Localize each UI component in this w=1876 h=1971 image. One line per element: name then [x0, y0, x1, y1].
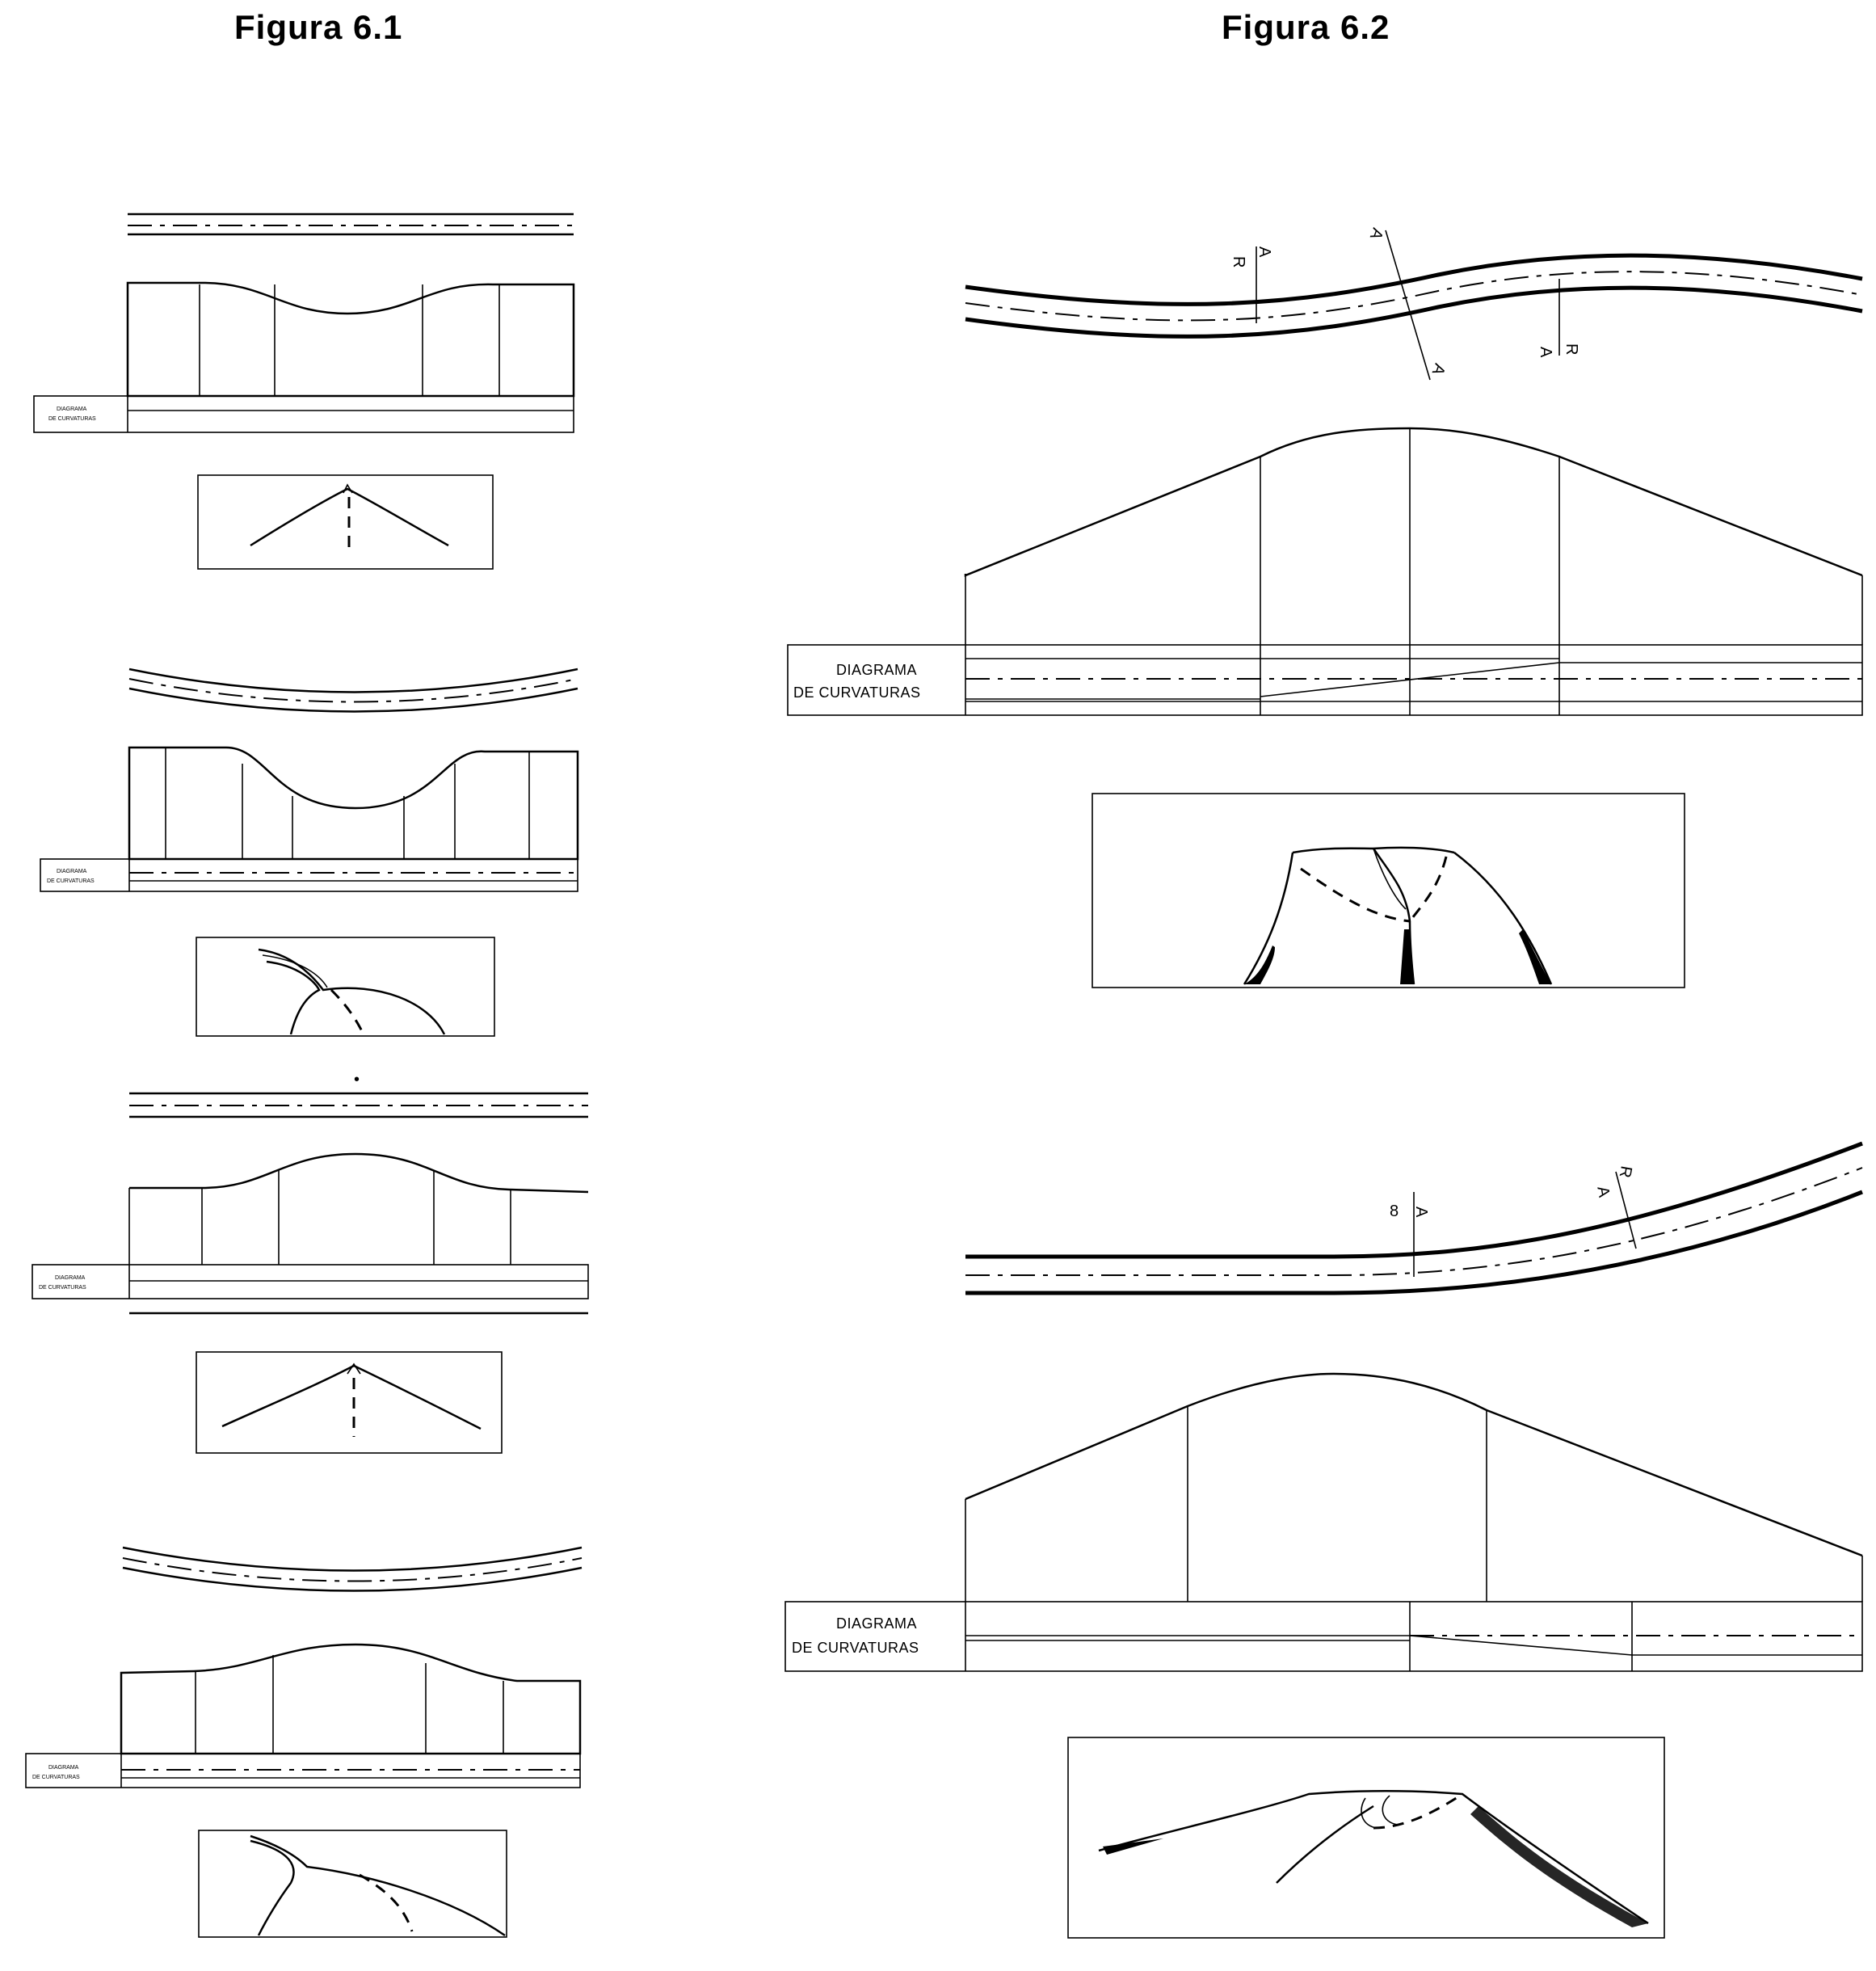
fig62-a-section-marks: R A A A A R	[1230, 225, 1580, 381]
figure-6-1-title: Figura 6.1	[234, 8, 403, 46]
fig62-b-plan-road	[965, 1141, 1863, 1295]
fig61-p3-plan-road	[129, 1092, 588, 1118]
fig62-b-curvature-diagram: DIAGRAMA DE CURVATURAS	[784, 1601, 1863, 1672]
fig61-p4-profile	[120, 1643, 582, 1755]
fig61-panel-4: DIAGRAMA DE CURVATURAS	[25, 1546, 583, 1938]
fig61-p3-profile	[128, 1152, 589, 1265]
drawing-label: A	[1412, 1207, 1430, 1218]
fig61-p1-curvature-diagram: DIAGRAMA DE CURVATURAS	[33, 395, 574, 433]
drawing-label: DIAGRAMA	[836, 1615, 917, 1632]
drawing-label: DE CURVATURAS	[39, 1285, 86, 1291]
fig62-b-profile	[965, 1372, 1863, 1602]
fig61-p1-profile	[126, 281, 575, 398]
figure-6-2-title: Figura 6.2	[1222, 8, 1390, 46]
fig61-p2-plan-road	[128, 668, 578, 713]
fig61-p2-perspective	[196, 937, 495, 1037]
fig61-p2-curvature-diagram: DIAGRAMA DE CURVATURAS	[40, 858, 578, 892]
fig61-p3-perspective	[196, 1351, 503, 1454]
drawing-label: A	[1256, 246, 1273, 258]
fig61-panel-3: • DIAGRAMA DE CURVATURAS	[32, 1071, 589, 1454]
fig61-panel-2: DIAGRAMA DE CURVATURAS	[40, 668, 579, 1037]
fig62-b-section-marks: 8 A A R	[1390, 1164, 1637, 1277]
fig62-a-curvature-diagram: DIAGRAMA DE CURVATURAS	[787, 644, 1863, 716]
fig62-a-plan-road	[965, 253, 1863, 339]
drawing-label: DIAGRAMA	[55, 1275, 86, 1281]
drawing-label: DIAGRAMA	[57, 869, 87, 874]
drawing-label: DE CURVATURAS	[32, 1775, 80, 1780]
diagram-label-line1: DIAGRAMA	[836, 662, 917, 678]
drawing-label: A	[1366, 225, 1386, 242]
diagram-label-line2: DE CURVATURAS	[48, 416, 96, 422]
fig62-a-profile	[964, 427, 1863, 715]
drawing-label: DIAGRAMA	[48, 1765, 79, 1771]
drawing-label: A	[1537, 347, 1554, 358]
marker-dot-3: •	[354, 1071, 360, 1089]
fig61-p1-plan-road	[128, 213, 574, 236]
fig61-p4-curvature-diagram: DIAGRAMA DE CURVATURAS	[25, 1753, 581, 1788]
fig61-p2-profile	[128, 746, 579, 861]
drawing-label: 8	[1390, 1202, 1399, 1220]
fig61-p1-perspective	[197, 474, 494, 570]
fig62-a-perspective	[1092, 793, 1685, 988]
diagram-label-line1: DIAGRAMA	[57, 406, 87, 412]
drawing-label: R	[1563, 343, 1580, 355]
fig61-p3-curvature-diagram: DIAGRAMA DE CURVATURAS	[32, 1264, 589, 1315]
drawing-label: DE CURVATURAS	[47, 878, 95, 884]
drawing-label: R	[1616, 1164, 1635, 1179]
drawing-label: A	[1428, 361, 1449, 378]
fig61-p4-plan-road	[122, 1546, 583, 1592]
drawing-label: A	[1593, 1185, 1613, 1199]
fig62-panel-b: 8 A A R DIAGRAMA DE CURVATURAS	[784, 1141, 1863, 1939]
drawing-label: DE CURVATURAS	[792, 1640, 919, 1656]
drawing-label: R	[1230, 256, 1247, 267]
diagram-label-line2: DE CURVATURAS	[793, 684, 921, 701]
fig61-p4-perspective	[198, 1830, 507, 1938]
fig61-panel-1: DIAGRAMA DE CURVATURAS	[33, 213, 575, 570]
fig62-b-perspective	[1067, 1737, 1665, 1939]
fig62-panel-a: R A A A A R DIAGRAMA DE CU	[787, 225, 1863, 988]
